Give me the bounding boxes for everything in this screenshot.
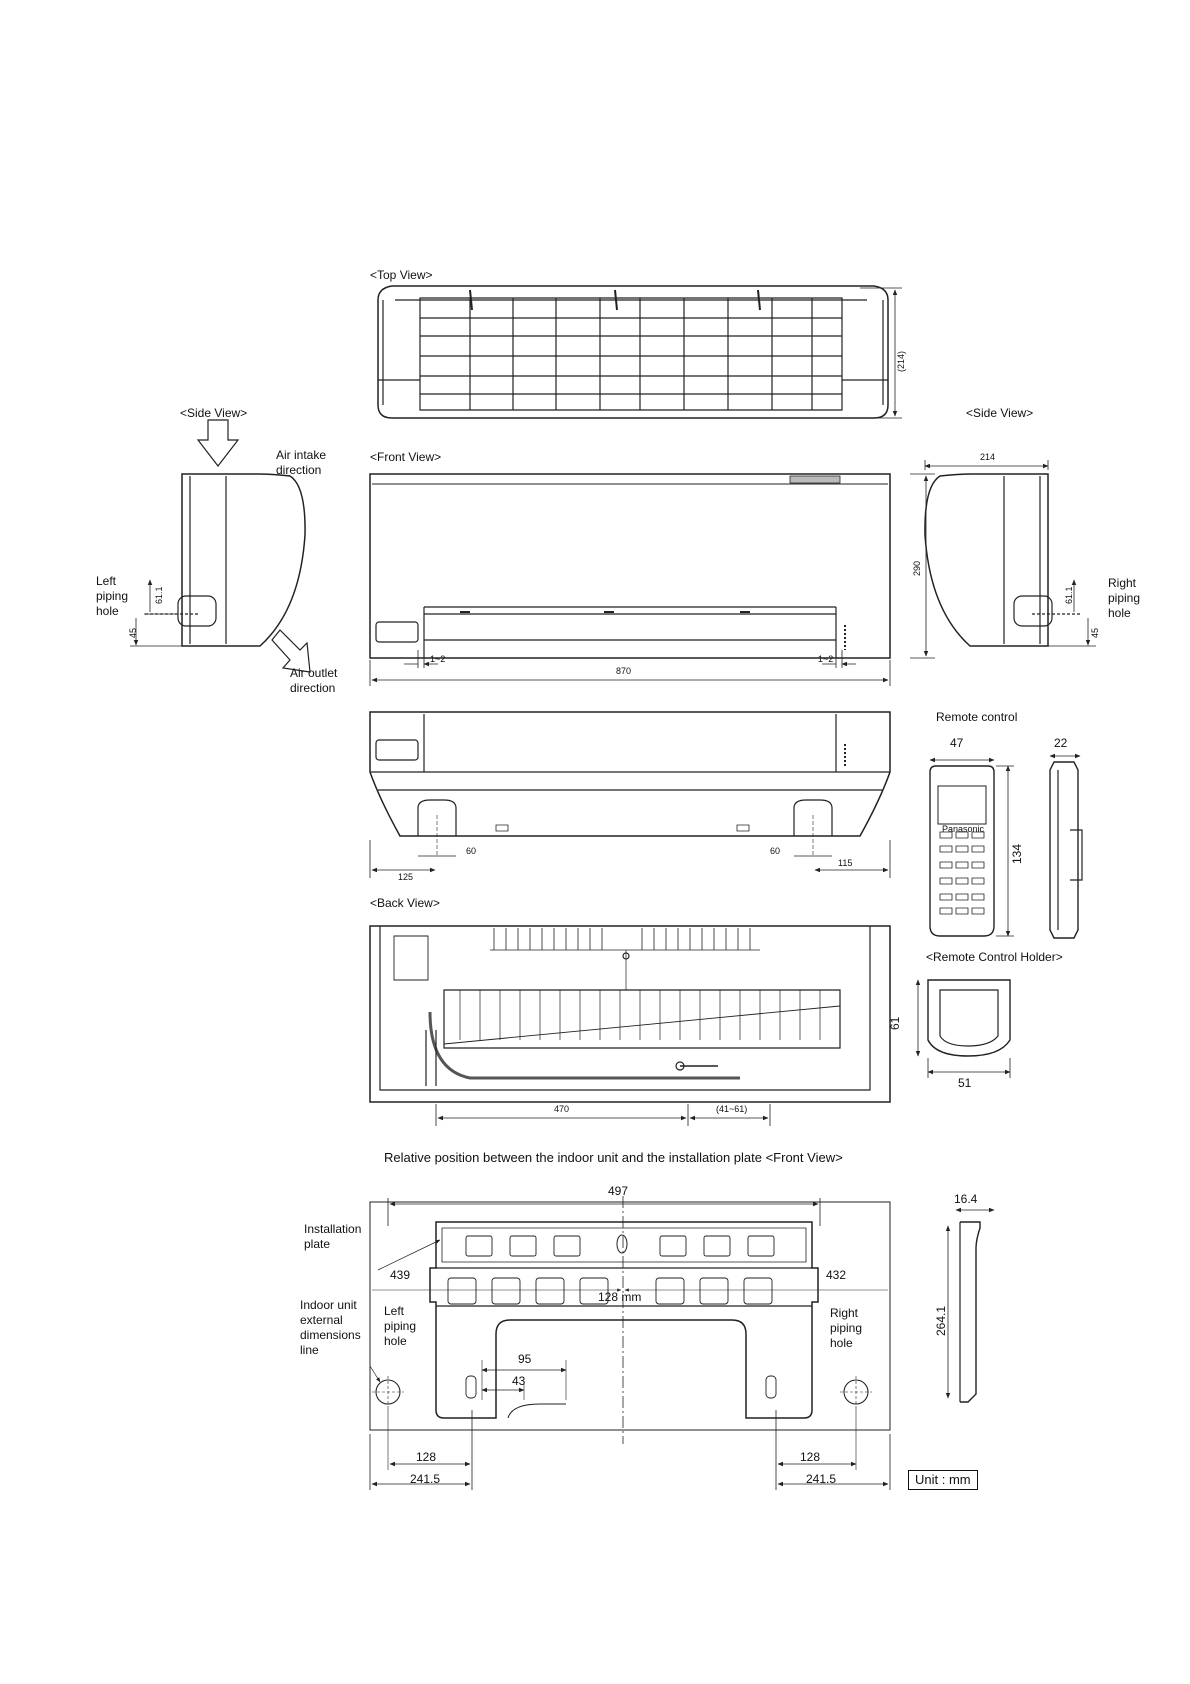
remote-depth-dimension: 22 — [1054, 736, 1068, 750]
right-hole-height-dimension: 61.1 — [1064, 586, 1074, 604]
remote-holder-label: <Remote Control Holder> — [926, 950, 1063, 964]
plate-16-4-dimension: 16.4 — [954, 1192, 978, 1206]
plate-95-dimension: 95 — [518, 1352, 532, 1366]
left-piping-hole-label: Left piping hole — [96, 574, 129, 618]
left-hole-base-dimension: 45 — [128, 627, 138, 638]
side-depth-dimension: 214 — [980, 452, 996, 462]
plate-432-dimension: 432 — [826, 1268, 847, 1282]
unit-box: Unit : mm — [908, 1470, 978, 1490]
width-dimension: 870 — [616, 666, 632, 676]
bottom-115-dimension: 115 — [838, 858, 853, 868]
top-view-label: <Top View> — [370, 268, 433, 282]
front-view-label: <Front View> — [370, 450, 442, 464]
remote-width-dimension: 47 — [950, 736, 964, 750]
holder-width-dimension: 51 — [958, 1076, 972, 1090]
gap-right-dimension: 1~2 — [818, 654, 834, 664]
gap-left-dimension: 1~2 — [430, 654, 446, 664]
plate-128-right-dimension: 128 — [800, 1450, 821, 1464]
holder-height-dimension: 61 — [888, 1016, 902, 1030]
side-view-right-label: <Side View> — [966, 406, 1034, 420]
plate-43-dimension: 43 — [512, 1374, 526, 1388]
plate-128-left-dimension: 128 — [416, 1450, 437, 1464]
plate-241-5-right-dimension: 241.5 — [806, 1472, 837, 1486]
remote-control-drawing — [930, 753, 1082, 938]
back-view-label: <Back View> — [370, 896, 440, 910]
remote-holder-drawing — [915, 980, 1010, 1078]
front-view-drawing — [370, 474, 935, 686]
plate-497-dimension: 497 — [608, 1184, 629, 1198]
top-view-drawing — [378, 286, 902, 418]
right-hole-base-dimension: 45 — [1090, 627, 1100, 638]
plate-128mm-dimension: 128 mm — [598, 1290, 642, 1304]
remote-brand-label: Panasonic — [942, 824, 985, 834]
plate-264-1-dimension: 264.1 — [934, 1305, 948, 1336]
plate-right-piping-hole-label: Right piping hole — [830, 1306, 863, 1350]
indoor-unit-dimension-line-label: Indoor unit external dimensions line — [300, 1298, 361, 1357]
air-intake-label: Air intake direction — [276, 448, 327, 477]
back-41-61-dimension: (41~61) — [716, 1104, 748, 1114]
bottom-125-dimension: 125 — [398, 872, 414, 882]
installation-plate-drawing — [370, 1196, 995, 1490]
back-470-dimension: 470 — [554, 1104, 570, 1114]
left-hole-height-dimension: 61.1 — [154, 586, 164, 604]
plate-left-piping-hole-label: Left piping hole — [384, 1304, 417, 1348]
plate-241-5-left-dimension: 241.5 — [410, 1472, 441, 1486]
right-piping-hole-label: Right piping hole — [1108, 576, 1141, 620]
height-dimension: 290 — [912, 560, 922, 576]
air-outlet-label: Air outlet direction — [290, 666, 338, 695]
plate-439-dimension: 439 — [390, 1268, 411, 1282]
back-view-drawing — [370, 926, 890, 1126]
remote-height-dimension: 134 — [1010, 843, 1024, 864]
right-side-view-drawing — [925, 460, 1096, 646]
top-depth-dimension: (214) — [896, 350, 906, 372]
left-side-view-drawing — [130, 420, 310, 672]
bottom-60-right-dimension: 60 — [770, 846, 781, 856]
relative-position-title: Relative position between the indoor uni… — [384, 1150, 843, 1165]
remote-control-label: Remote control — [936, 710, 1018, 724]
bottom-60-left-dimension: 60 — [466, 846, 477, 856]
side-view-left-label: <Side View> — [180, 406, 248, 420]
installation-plate-label: Installation plate — [304, 1222, 362, 1251]
bottom-view-drawing — [370, 712, 890, 878]
